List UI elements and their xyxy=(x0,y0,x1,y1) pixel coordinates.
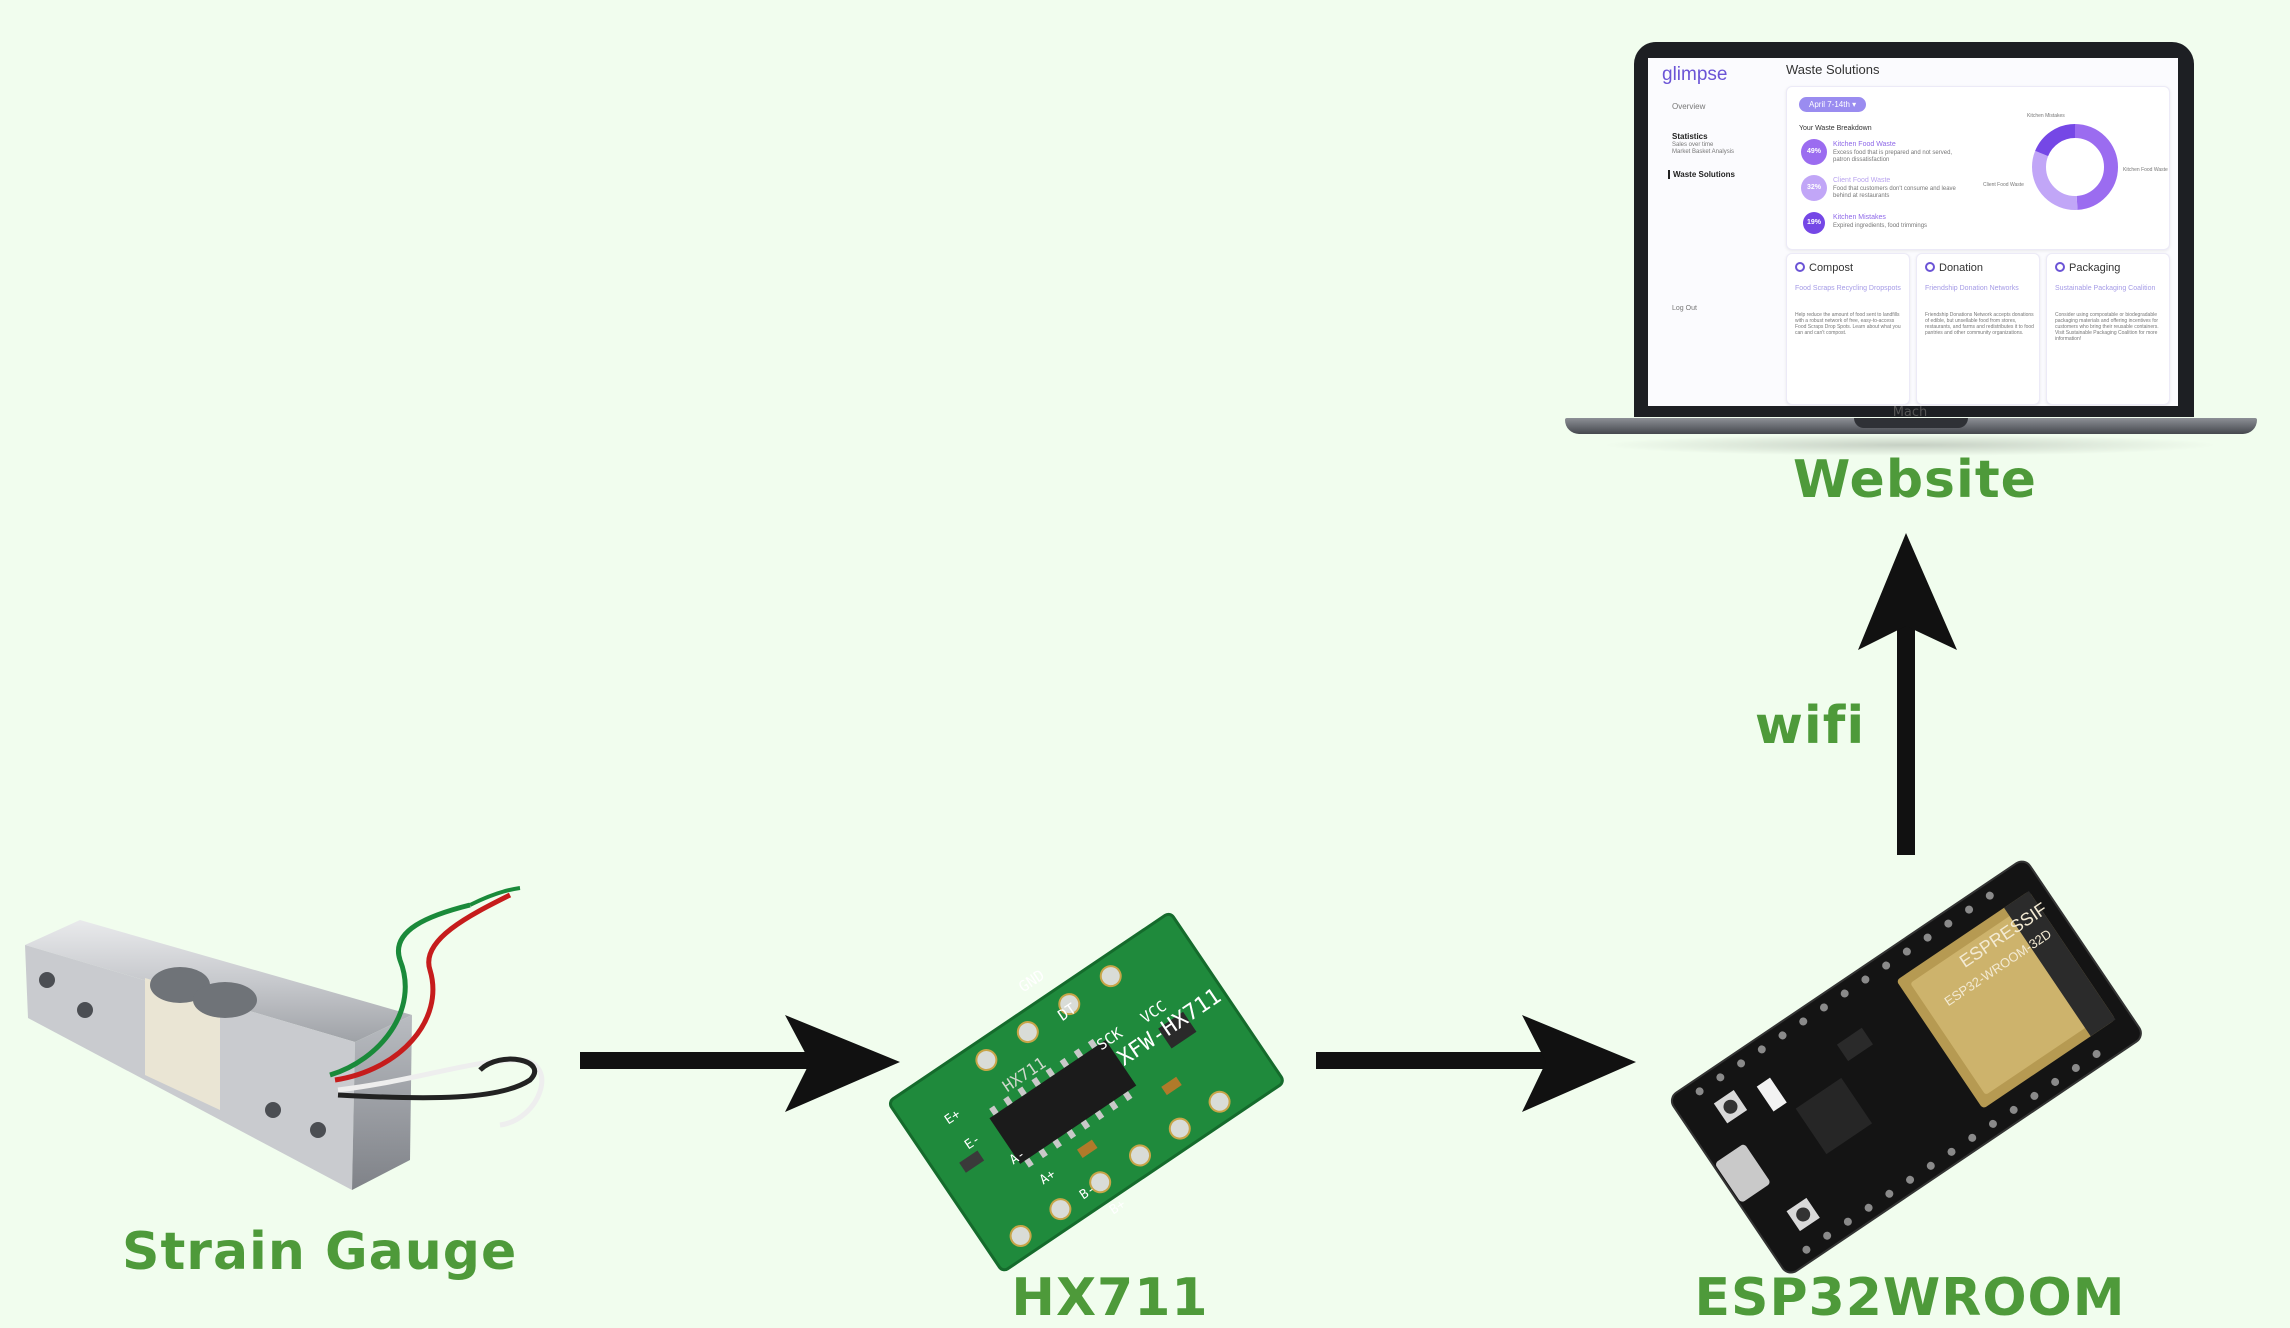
donut-label-top: Kitchen Mistakes xyxy=(2027,113,2065,119)
solution-card-packaging: Packaging Sustainable Packaging Coalitio… xyxy=(2046,253,2170,405)
nav-waste-solutions: Waste Solutions xyxy=(1668,170,1735,179)
nav-overview: Overview xyxy=(1672,102,1706,111)
date-pill: April 7-14th ▾ xyxy=(1799,97,1867,112)
badge-kitchen-mistakes: 19% xyxy=(1803,212,1825,234)
waste-breakdown-card: April 7-14th ▾ Your Waste Breakdown 49% … xyxy=(1786,86,2170,250)
compost-icon xyxy=(1795,262,1805,272)
nav-stat-sub2: Market Basket Analysis xyxy=(1672,149,1735,155)
laptop-notch xyxy=(1854,418,1968,428)
solution-title-compost: Compost xyxy=(1809,262,1854,274)
badge-client-food-waste: 32% xyxy=(1801,175,1827,201)
solution-text-donation: Friendship Donations Network accepts don… xyxy=(1925,312,2034,336)
solution-card-donation: Donation Friendship Donation Networks Fr… xyxy=(1916,253,2040,405)
label-esp32: ESP32WROOM xyxy=(1694,1268,2126,1328)
label-hx711: HX711 xyxy=(1011,1268,1209,1328)
item-desc-kitchen-mistakes: Expired ingredients, food trimmings xyxy=(1833,223,1928,229)
laptop-screen-bezel: glimpse Overview Statistics Sales over t… xyxy=(1634,42,2194,417)
item-title-client-food-waste: Client Food Waste xyxy=(1833,177,1891,184)
badge-kitchen-food-waste: 49% xyxy=(1801,139,1827,165)
laptop-model-text: Mach xyxy=(1892,405,1928,420)
breakdown-title: Your Waste Breakdown xyxy=(1799,125,1872,132)
item-title-kitchen-mistakes: Kitchen Mistakes xyxy=(1833,214,1886,221)
solution-title-donation: Donation xyxy=(1939,262,1984,274)
label-website: Website xyxy=(1793,450,2037,510)
website-logo: glimpse xyxy=(1662,64,1728,85)
solution-text-compost: Help reduce the amount of food sent to l… xyxy=(1795,312,1901,336)
solution-card-compost: Compost Food Scraps Recycling Dropspots … xyxy=(1786,253,1910,405)
laptop-shadow xyxy=(1600,434,2220,456)
solution-sub-compost: Food Scraps Recycling Dropspots xyxy=(1795,285,1901,292)
label-strain-gauge: Strain Gauge xyxy=(122,1222,518,1282)
packaging-icon xyxy=(2055,262,2065,272)
arrow-hx711-to-esp32 xyxy=(1316,1015,1636,1112)
solution-text-packaging: Consider using compostable or biodegrada… xyxy=(2055,312,2159,342)
donut-label-left: Client Food Waste xyxy=(1983,182,2024,188)
item-title-kitchen-food-waste: Kitchen Food Waste xyxy=(1833,141,1896,148)
nav-statistics: Statistics xyxy=(1672,132,1708,141)
nav-stat-sub1: Sales over time xyxy=(1672,142,1714,148)
item-desc-client-food-waste: Food that customers don't consume and le… xyxy=(1833,186,1956,199)
page-title: Waste Solutions xyxy=(1786,62,1880,77)
donation-icon xyxy=(1925,262,1935,272)
donut-label-right: Kitchen Food Waste xyxy=(2123,167,2168,173)
solution-title-packaging: Packaging xyxy=(2069,262,2121,274)
label-wifi: wifi xyxy=(1754,696,1866,756)
solution-sub-packaging: Sustainable Packaging Coalition xyxy=(2055,285,2156,292)
waste-donut-chart xyxy=(2032,124,2118,210)
website-screenshot: glimpse Overview Statistics Sales over t… xyxy=(1648,58,2178,406)
item-desc-kitchen-food-waste: Excess food that is prepared and not ser… xyxy=(1833,150,1953,163)
arrow-gauge-to-hx711 xyxy=(580,1015,900,1112)
solution-sub-donation: Friendship Donation Networks xyxy=(1925,285,2019,292)
nav-logout: Log Out xyxy=(1672,305,1697,312)
arrow-esp32-to-website xyxy=(1858,533,1957,855)
